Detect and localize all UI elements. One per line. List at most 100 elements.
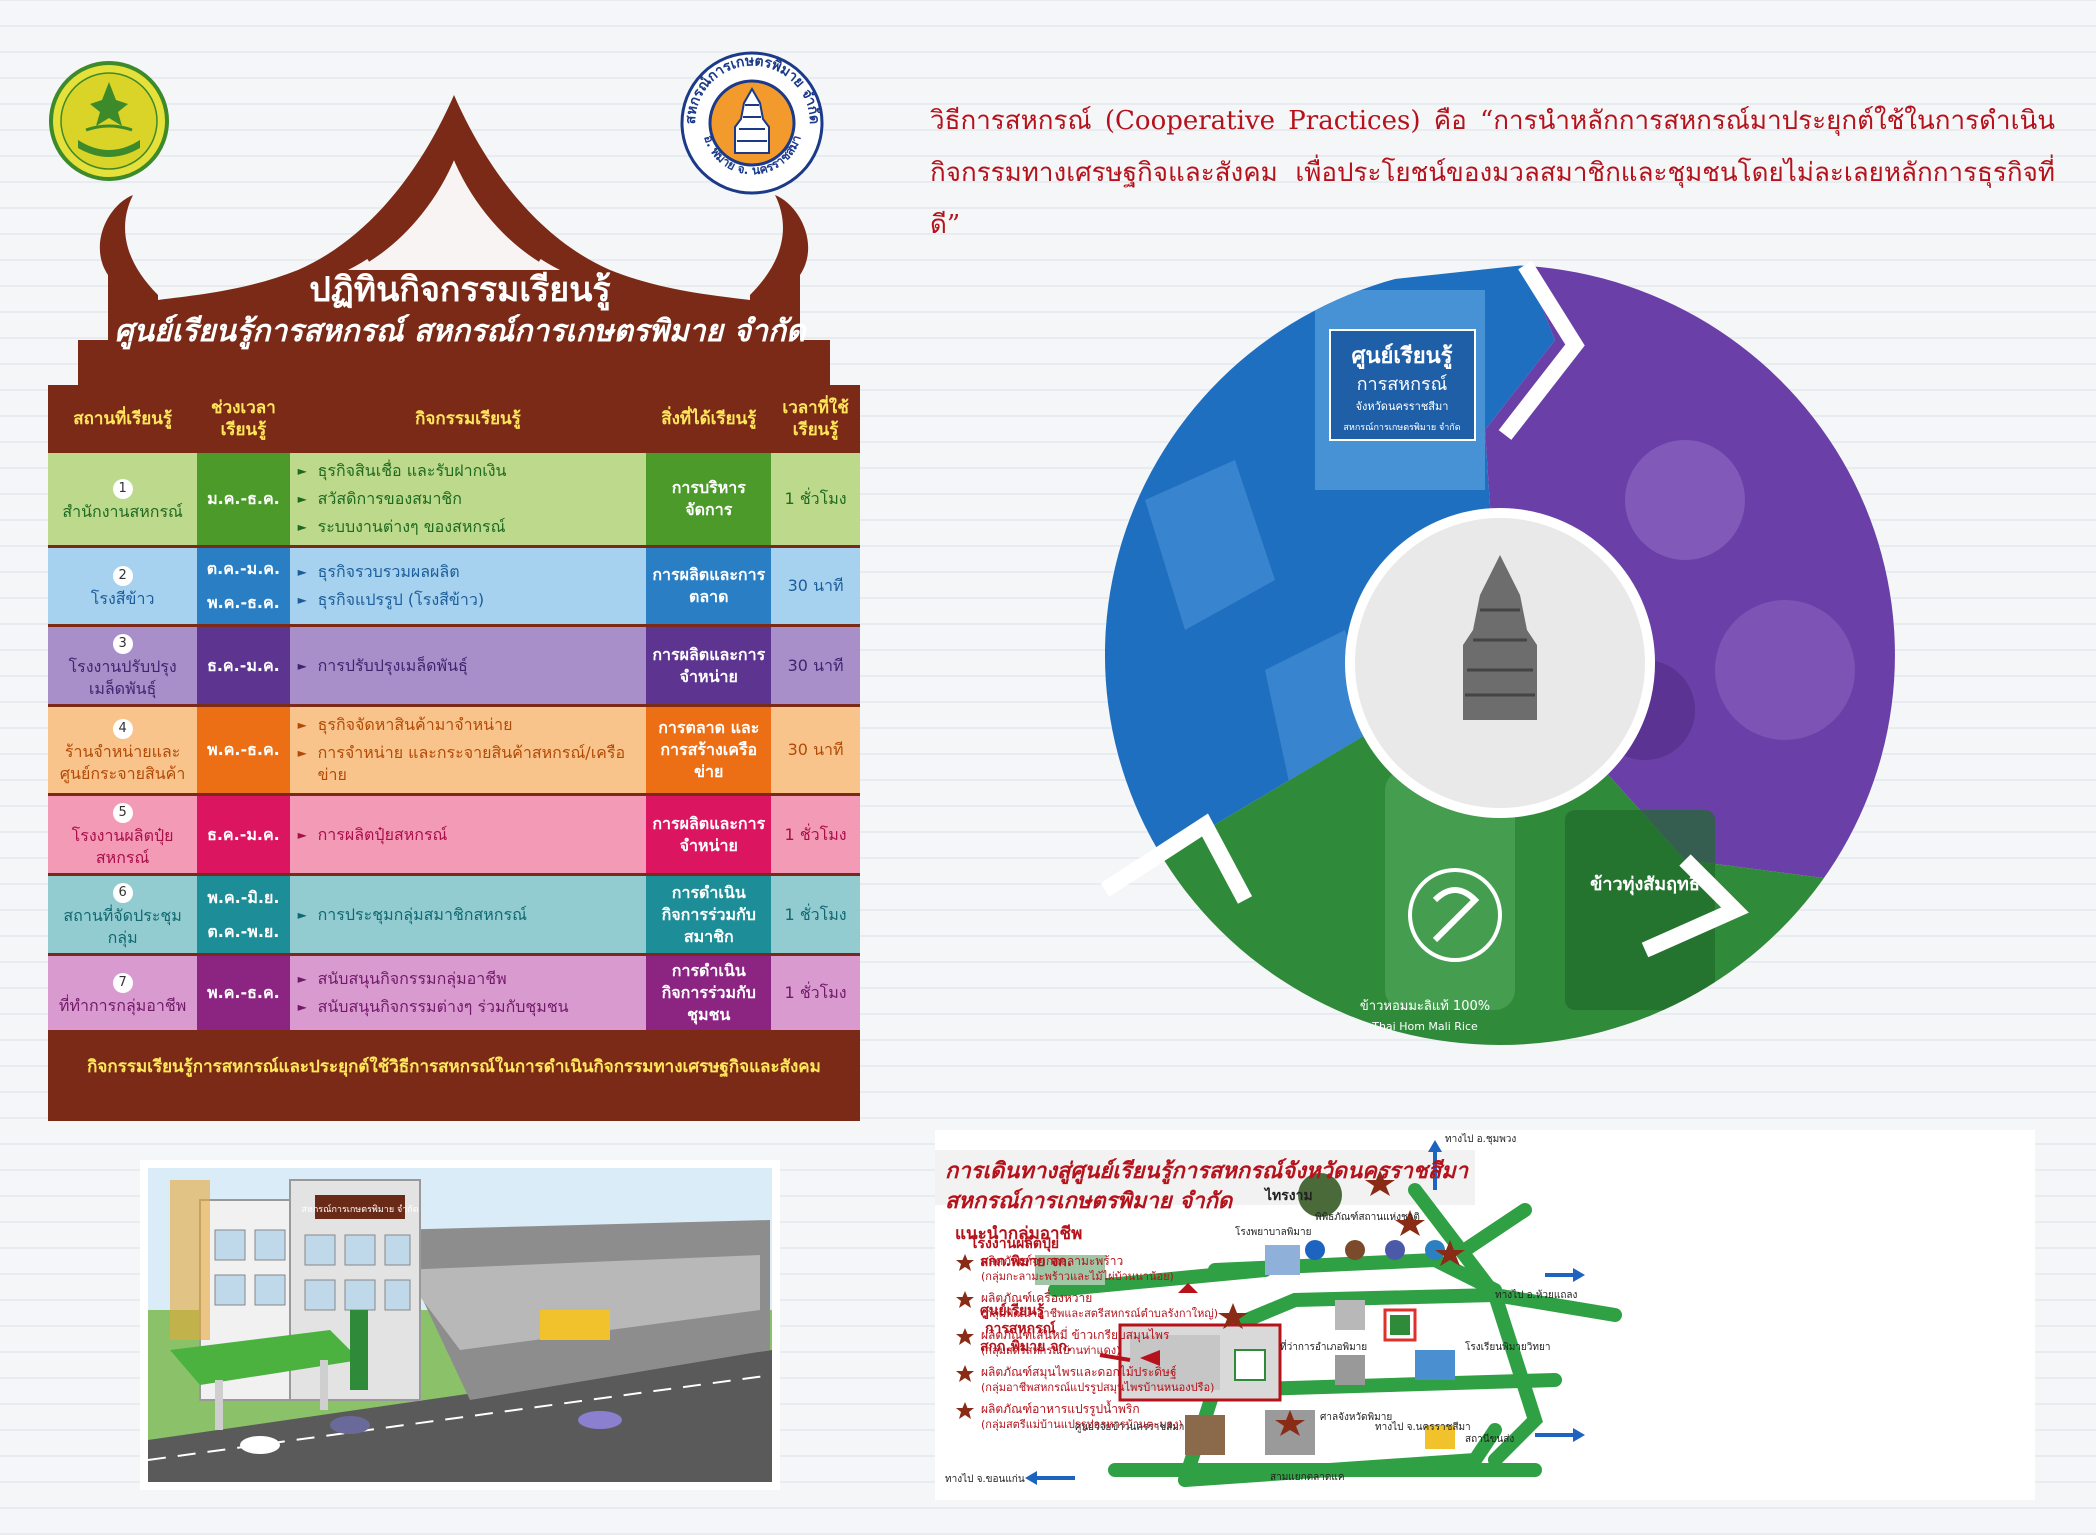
period-cell: พ.ค.-ธ.ค. xyxy=(197,707,290,793)
center-sign-line3: จังหวัดนครราชสีมา xyxy=(1356,400,1449,413)
star-icon xyxy=(956,1365,974,1382)
period-value: ธ.ค.-ม.ค. xyxy=(207,824,280,844)
place-number: 4 xyxy=(112,718,133,739)
definition-lead: วิธีการสหกรณ์ (Cooperative Practices) คื… xyxy=(930,106,1467,136)
activity-item: ธุรกิจแปรรูป (โรงสีข้าว) xyxy=(296,586,641,614)
period-value: พ.ค.-ธ.ค. xyxy=(207,740,280,759)
group-product: ผลิตภัณฑ์จากกะลามะพร้าว xyxy=(981,1254,1124,1268)
cooperative-promotion-dept-logo xyxy=(49,61,169,181)
group-product: ผลิตภัณฑ์เส้นหมี่ ข้าวเกรียบสมุนไพร xyxy=(981,1328,1170,1342)
outcome-cell: การบริหารจัดการ xyxy=(646,453,772,545)
definition-quote: “การนำหลักการสหกรณ์มาประยุกต์ใช้ในการดำเ… xyxy=(930,106,2055,240)
duration-cell: 1 ชั่วโมง xyxy=(771,796,860,873)
activities-cell: การประชุมกลุ่มสมาชิกสหกรณ์ xyxy=(289,876,647,953)
period-value: ต.ค.-ม.ค. xyxy=(206,559,281,578)
period-value: ต.ค.-พ.ย. xyxy=(207,921,280,941)
learning-center-building-render: สหกรณ์การเกษตรพิมาย จำกัด xyxy=(140,1160,780,1490)
place-name: โรงงานผลิตปุ๋ยสหกรณ์ xyxy=(71,826,174,867)
table-header-cell: สถานที่เรียนรู้ xyxy=(73,409,172,429)
duration-cell: 30 นาที xyxy=(771,707,860,793)
activity-item: การผลิตปุ๋ยสหกรณ์ xyxy=(296,821,641,849)
center-sign-line2: การสหกรณ์ xyxy=(1357,374,1448,395)
place-name: ร้านจำหน่ายและศูนย์กระจายสินค้า xyxy=(59,741,186,783)
map-label-bus: สถานีขนส่ง xyxy=(1465,1433,1514,1445)
place-name: ที่ทำการกลุ่มอาชีพ xyxy=(58,995,187,1015)
group-name: (กลุ่มกะลามะพร้าวและไม้ไผ่บ้านนาน้อย) xyxy=(981,1270,1174,1283)
activity-item: ธุรกิจจัดหาสินค้ามาจำหน่าย xyxy=(296,711,641,739)
place-number: 6 xyxy=(112,883,133,903)
place-name: โรงงานปรับปรุงเมล็ดพันธุ์ xyxy=(68,657,177,698)
building-sign: สหกรณ์การเกษตรพิมาย จำกัด xyxy=(301,1203,418,1215)
map-title-line1: การเดินทางสู่ศูนย์เรียนรู้การสหกรณ์จังหว… xyxy=(945,1158,1470,1185)
activities-cell: การผลิตปุ๋ยสหกรณ์ xyxy=(289,796,647,873)
duration-cell: 30 นาที xyxy=(771,627,860,704)
place-number: 3 xyxy=(112,634,133,654)
period-cell: ต.ค.-ม.ค. พ.ค.-ธ.ค. xyxy=(197,548,290,624)
place-name: สำนักงานสหกรณ์ xyxy=(62,501,183,521)
map-label-to-chumphuang: ทางไป อ.ชุมพวง xyxy=(1445,1133,1516,1145)
activity-item: สนับสนุนกิจกรรมต่างๆ ร่วมกับชุมชน xyxy=(296,993,641,1021)
map-label-junction: สามแยกตลาดแค xyxy=(1270,1472,1345,1483)
route-map: การเดินทางสู่ศูนย์เรียนรู้การสหกรณ์จังหว… xyxy=(935,1130,2035,1500)
map-label-center3: สกก.พิมาย จก. xyxy=(980,1339,1072,1355)
group-product: ผลิตภัณฑ์อาหารแปรรูปน้ำพริก xyxy=(981,1402,1140,1416)
group-name: (กลุ่มพัฒนาอาชีพและสตรีสหกรณ์ตำบลรังกาให… xyxy=(981,1307,1219,1320)
map-label-saingam: ไทรงาม xyxy=(1263,1186,1313,1204)
place-cell: 3 โรงงานปรับปรุงเมล็ดพันธุ์ xyxy=(48,627,198,704)
star-icon xyxy=(956,1291,974,1308)
rice-bag-label2: ข้าวหอมมะลิแท้ 100% xyxy=(1360,999,1490,1014)
map-label-school: โรงเรียนพิมายวิทยา xyxy=(1465,1340,1550,1353)
learning-calendar-table: สถานที่เรียนรู้ ช่วงเวลาเรียนรู้กิจกรรมเร… xyxy=(48,385,860,1121)
calendar-subtitle: ศูนย์เรียนรู้การสหกรณ์ สหกรณ์การเกษตรพิม… xyxy=(114,314,806,349)
group-name: (กลุ่มอาชีพสหกรณ์แปรรูปสมุนไพรบ้านหนองปร… xyxy=(981,1381,1215,1394)
activity-item: การปรับปรุงเมล็ดพันธุ์ xyxy=(296,652,641,680)
map-label-district: ที่ว่าการอำเภอพิมาย xyxy=(1280,1339,1367,1353)
center-sign-line1: ศูนย์เรียนรู้ xyxy=(1352,343,1453,370)
period-value: ม.ค.-ธ.ค. xyxy=(207,489,280,508)
map-label-rice-center: ศูนย์วิจัยข้าวนครราชสีมา xyxy=(1075,1421,1184,1433)
activity-item: การประชุมกลุ่มสมาชิกสหกรณ์ xyxy=(296,901,641,929)
schedule-table: สถานที่เรียนรู้ช่วงเวลาเรียนรู้กิจกรรมเร… xyxy=(48,385,860,1033)
list-item: ผลิตภัณฑ์จากกะลามะพร้าว (กลุ่มกะลามะพร้าว… xyxy=(955,1253,1275,1284)
calendar-footer-text: กิจกรรมเรียนรู้การสหกรณ์และประยุกต์ใช้วิ… xyxy=(87,1057,821,1077)
map-label-hospital: โรงพยาบาลพิมาย xyxy=(1235,1225,1311,1238)
map-label-to-huaithalaeng: ทางไป อ.ห้วยแถลง xyxy=(1495,1289,1578,1301)
activities-cell: ธุรกิจรวบรวมผลผลิตธุรกิจแปรรูป (โรงสีข้า… xyxy=(289,548,647,624)
place-number: 1 xyxy=(112,478,133,499)
occupation-groups-list: แนะนำกลุ่มอาชีพ ผลิตภัณฑ์จากกะลามะพร้าว(… xyxy=(955,1220,1275,1438)
pimai-coop-logo: สหกรณ์การเกษตรพิมาย จำกัด อ. พิมาย จ. นค… xyxy=(680,51,824,195)
table-header-cell: ช่วงเวลาเรียนรู้ xyxy=(211,398,276,440)
outcome-cell: การดำเนินกิจการร่วมกับชุมชน xyxy=(646,956,772,1030)
activity-item: ธุรกิจรวบรวมผลผลิต xyxy=(296,558,641,586)
period-value: พ.ค.-ธ.ค. xyxy=(207,593,280,612)
duration-cell: 30 นาที xyxy=(771,548,860,624)
table-row: 1สำนักงานสหกรณ์ม.ค.-ธ.ค.ธุรกิจสินเชื่อ แ… xyxy=(48,453,860,545)
map-label-to-nakhon: ทางไป จ.นครราชสีมา xyxy=(1375,1421,1471,1433)
activities-cell: ธุรกิจจัดหาสินค้ามาจำหน่ายการจำหน่าย และ… xyxy=(289,707,647,793)
calendar-title-block: ปฏิทินกิจกรรมเรียนรู้ ศูนย์เรียนรู้การสห… xyxy=(60,268,860,352)
period-cell: ธ.ค.-ม.ค. xyxy=(197,627,290,704)
map-label-fertilizer2: สกก.พิมาย จก. xyxy=(980,1254,1072,1270)
place-name: โรงสีข้าว xyxy=(90,588,155,608)
map-label-to-khonkaen: ทางไป จ.ขอนแก่น xyxy=(945,1473,1025,1485)
period-value: พ.ค.-ธ.ค. xyxy=(207,983,280,1002)
star-icon xyxy=(956,1328,974,1345)
table-row: 5 โรงงานผลิตปุ๋ยสหกรณ์ ธ.ค.-ม.ค. การผลิตปุ๋… xyxy=(48,796,860,873)
activity-item: การจำหน่าย และกระจายสินค้าสหกรณ์/เครือข่… xyxy=(296,739,641,789)
cooperative-cycle-graphic: ศูนย์เรียนรู้ การสหกรณ์ จังหวัดนครราชสีม… xyxy=(1100,260,1895,1046)
map-label-museum: พิพิธภัณฑ์สถานแห่งชาติ xyxy=(1315,1211,1420,1223)
place-number: 5 xyxy=(112,803,133,823)
period-value: พ.ค.-มิ.ย. xyxy=(207,887,280,907)
duration-cell: 1 ชั่วโมง xyxy=(771,453,860,545)
star-icon xyxy=(956,1254,974,1271)
place-number: 2 xyxy=(112,565,133,586)
table-row: 7ที่ทำการกลุ่มอาชีพ พ.ค.-ธ.ค. สนับสนุนกิจก… xyxy=(48,956,860,1030)
period-value: ธ.ค.-ม.ค. xyxy=(207,655,280,675)
period-cell: ม.ค.-ธ.ค. xyxy=(197,453,290,545)
map-label-court: ศาลจังหวัดพิมาย xyxy=(1320,1412,1392,1423)
